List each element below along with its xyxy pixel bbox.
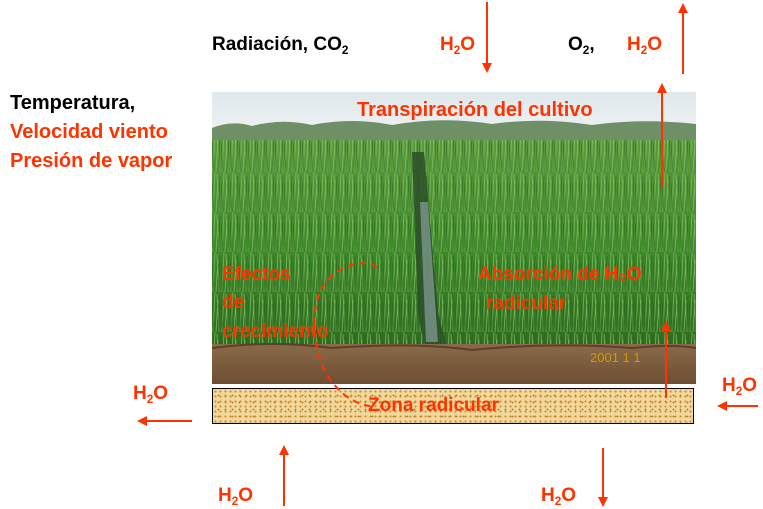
o2-sub: 2 xyxy=(582,43,590,57)
transpiration-label: Transpiración del cultivo xyxy=(357,99,593,121)
h2o-bottom-right-o: O xyxy=(561,485,577,506)
h2o-output-h: H xyxy=(627,34,641,55)
h2o-right-o: O xyxy=(742,375,758,396)
growth-effects-line3: crecimiento xyxy=(222,321,329,342)
o2-comma: , xyxy=(589,34,595,55)
radiation-text: Radiación, CO xyxy=(212,34,342,55)
h2o-output-o: O xyxy=(647,34,663,55)
root-zone-label: Zona radicular xyxy=(368,395,499,416)
root-absorption-line2: radicular xyxy=(486,293,567,314)
h2o-left-h: H xyxy=(133,383,147,404)
h2o-left-sub: 2 xyxy=(146,392,154,406)
h2o-bottom-right-h: H xyxy=(541,485,555,506)
h2o-lateral-out-label: H2O xyxy=(133,383,169,406)
o2-label: O2, xyxy=(568,34,595,57)
root-zone-band xyxy=(212,388,694,424)
radiation-subscript: 2 xyxy=(341,43,349,57)
o2-o: O xyxy=(568,34,583,55)
radiation-co2-label: Radiación, CO2 xyxy=(212,34,349,57)
h2o-lateral-in-label: H2O xyxy=(722,375,758,398)
vapor-pressure-label: Presión de vapor xyxy=(10,150,173,172)
root-absorption-line1: Absorción de H₂O xyxy=(478,264,642,285)
h2o-input-label: H2O xyxy=(440,34,476,57)
h2o-input-sub: 2 xyxy=(453,43,461,57)
h2o-right-h: H xyxy=(722,375,736,396)
h2o-input-h: H xyxy=(440,34,454,55)
h2o-left-o: O xyxy=(153,383,169,404)
h2o-input-o: O xyxy=(460,34,476,55)
temperature-label: Temperatura, xyxy=(10,92,136,114)
wind-speed-label: Velocidad viento xyxy=(10,121,168,143)
growth-effects-line1: Efectos xyxy=(222,264,291,285)
h2o-percolation-label: H2O xyxy=(541,485,577,508)
growth-effects-line2: de xyxy=(222,292,245,313)
photo-date-stamp: 2001 1 1 xyxy=(590,350,641,365)
h2o-bottom-left-o: O xyxy=(238,485,254,506)
growth-effects-dashed-circle xyxy=(313,262,378,407)
h2o-output-label: H2O xyxy=(627,34,663,57)
h2o-output-sub: 2 xyxy=(640,43,648,57)
h2o-bottom-left-sub: 2 xyxy=(231,494,239,508)
h2o-bottom-left-h: H xyxy=(218,485,232,506)
h2o-right-sub: 2 xyxy=(735,384,743,398)
h2o-capillary-rise-label: H2O xyxy=(218,485,254,508)
h2o-bottom-right-sub: 2 xyxy=(554,494,562,508)
rice-field-photo: 2001 1 1 xyxy=(212,92,696,384)
